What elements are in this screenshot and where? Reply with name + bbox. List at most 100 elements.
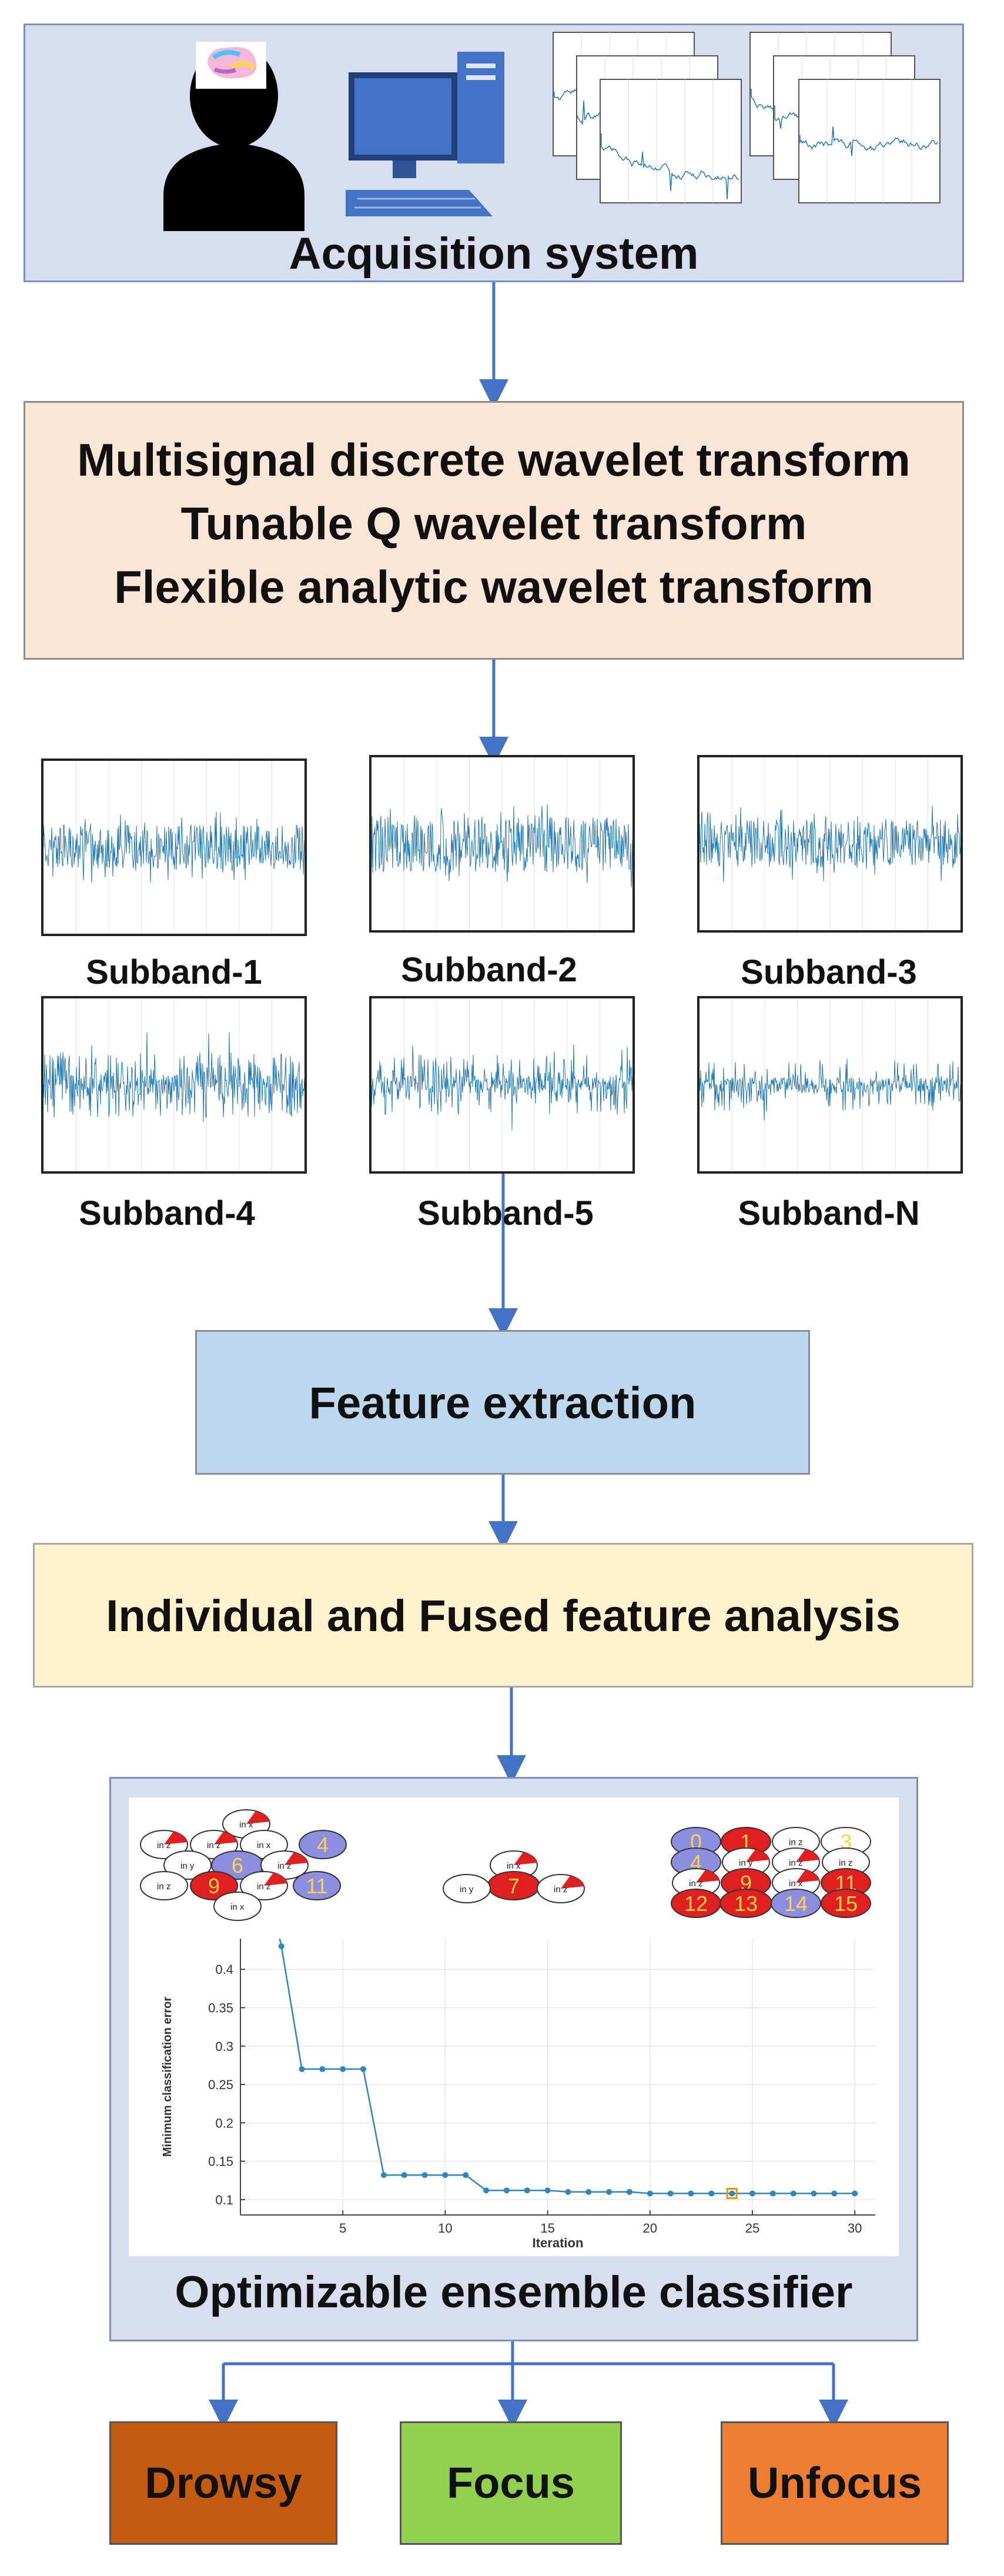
tree-node: 6 — [211, 1850, 264, 1880]
chart-point — [811, 2190, 817, 2197]
chart-point — [319, 2066, 326, 2072]
svg-text:in z: in z — [157, 1840, 170, 1850]
chart-x-tick-label: 25 — [745, 2221, 759, 2236]
svg-text:in y: in y — [180, 1861, 195, 1871]
eeg-thumbnail — [798, 79, 941, 203]
outcome-focus-label: Focus — [447, 2458, 575, 2507]
tree-node: in x — [490, 1850, 538, 1880]
subband-plot-1 — [41, 759, 307, 936]
svg-text:in x: in x — [257, 1840, 271, 1850]
svg-text:11: 11 — [306, 1874, 327, 1898]
feature-extraction-box: Feature extraction — [195, 1330, 810, 1475]
svg-text:in z: in z — [789, 1837, 802, 1847]
computer-icon — [346, 52, 504, 216]
chart-x-tick-label: 10 — [438, 2221, 452, 2236]
svg-text:in z: in z — [207, 1840, 220, 1850]
chart-y-tick-label: 0.3 — [215, 2039, 233, 2054]
acquisition-system-box: Acquisition system — [24, 24, 964, 282]
svg-text:7: 7 — [508, 1874, 520, 1898]
chart-point — [503, 2187, 510, 2194]
chart-point — [606, 2189, 613, 2195]
svg-text:6: 6 — [232, 1853, 243, 1877]
chart-y-tick-label: 0.2 — [215, 2116, 233, 2130]
feature-analysis-box: Individual and Fused feature analysis — [33, 1543, 973, 1688]
subband-label-N: Subband-N — [738, 1194, 920, 1232]
chart-point — [852, 2190, 858, 2197]
svg-text:4: 4 — [317, 1833, 329, 1857]
subband-plot-4 — [41, 996, 307, 1174]
svg-text:in z: in z — [157, 1882, 170, 1892]
subband-plot-2 — [369, 755, 635, 933]
subband-label-1: Subband-1 — [86, 953, 262, 991]
svg-text:13: 13 — [734, 1892, 758, 1916]
tree-node: in z — [190, 1830, 238, 1859]
svg-text:in z: in z — [277, 1861, 291, 1871]
chart-point — [585, 2189, 592, 2195]
outcome-unfocus: Unfocus — [721, 2421, 949, 2545]
chart-point — [463, 2172, 469, 2179]
svg-text:in y: in y — [739, 1858, 753, 1868]
svg-text:in x: in x — [230, 1902, 245, 1912]
outcome-drowsy-label: Drowsy — [145, 2458, 302, 2507]
chart-y-tick-label: 0.15 — [208, 2154, 233, 2169]
subband-signal-trace — [43, 1032, 304, 1122]
chart-point — [565, 2189, 571, 2195]
chart-y-tick-label: 0.4 — [215, 1962, 233, 1977]
chart-point — [667, 2190, 674, 2197]
chart-x-tick-label: 30 — [848, 2221, 862, 2236]
chart-point — [483, 2187, 490, 2194]
tree-node: in x — [213, 1892, 262, 1921]
tree-node: 9 — [190, 1871, 238, 1900]
chart-point — [278, 1943, 285, 1950]
outcome-unfocus-label: Unfocus — [748, 2458, 922, 2507]
svg-text:in x: in x — [239, 1820, 253, 1830]
tree-node: 15 — [821, 1889, 871, 1918]
chart-y-tick-label: 0.1 — [215, 2193, 233, 2207]
svg-text:in y: in y — [460, 1885, 474, 1895]
chart-point — [401, 2172, 407, 2179]
tree-node: in y — [722, 1847, 770, 1877]
subband-label-3: Subband-3 — [741, 953, 917, 991]
svg-text:in z: in z — [789, 1858, 802, 1868]
chart-point — [380, 2172, 387, 2179]
svg-text:in z: in z — [257, 1882, 270, 1892]
chart-y-axis-label: Minimum classification error — [161, 1997, 174, 2157]
chart-series-line — [279, 1939, 855, 2194]
tree-node: in z — [672, 1868, 720, 1897]
chart-point — [299, 2066, 305, 2072]
chart-y-tick-label: 0.25 — [208, 2077, 233, 2092]
svg-text:9: 9 — [208, 1874, 220, 1898]
subband-plot-5 — [369, 996, 635, 1174]
feature-analysis-title: Individual and Fused feature analysis — [106, 1591, 901, 1641]
chart-point — [544, 2187, 551, 2194]
chart-point — [340, 2066, 346, 2072]
tree-node: 4 — [299, 1830, 347, 1859]
tree-node: in z — [822, 1847, 870, 1877]
svg-text:in x: in x — [507, 1861, 521, 1871]
tree-node: in x — [772, 1868, 820, 1897]
chart-point — [749, 2190, 755, 2197]
subband-signal-trace — [43, 811, 304, 883]
subband-plot-N — [697, 996, 963, 1174]
outcome-focus: Focus — [400, 2421, 622, 2545]
chart-point — [442, 2172, 449, 2179]
classifier-title: Optimizable ensemble classifier — [175, 2267, 853, 2317]
svg-text:15: 15 — [834, 1892, 858, 1916]
feature-extraction-title: Feature extraction — [309, 1378, 697, 1428]
tree-node: in z — [140, 1830, 188, 1859]
wavelet-method-3: Flexible analytic wavelet transform — [114, 561, 874, 613]
tree-node: in y — [443, 1874, 491, 1903]
chart-x-tick-label: 15 — [540, 2221, 554, 2236]
chart-point — [421, 2172, 428, 2179]
tree-node: 7 — [487, 1871, 540, 1900]
subband-label-5: Subband-5 — [417, 1194, 594, 1232]
chart-point — [708, 2190, 715, 2197]
subband-signal-trace — [700, 806, 961, 882]
tree-node: 13 — [719, 1889, 772, 1918]
chart-point — [626, 2189, 632, 2195]
eeg-thumbnail — [600, 79, 742, 203]
chart-point — [729, 2190, 735, 2197]
